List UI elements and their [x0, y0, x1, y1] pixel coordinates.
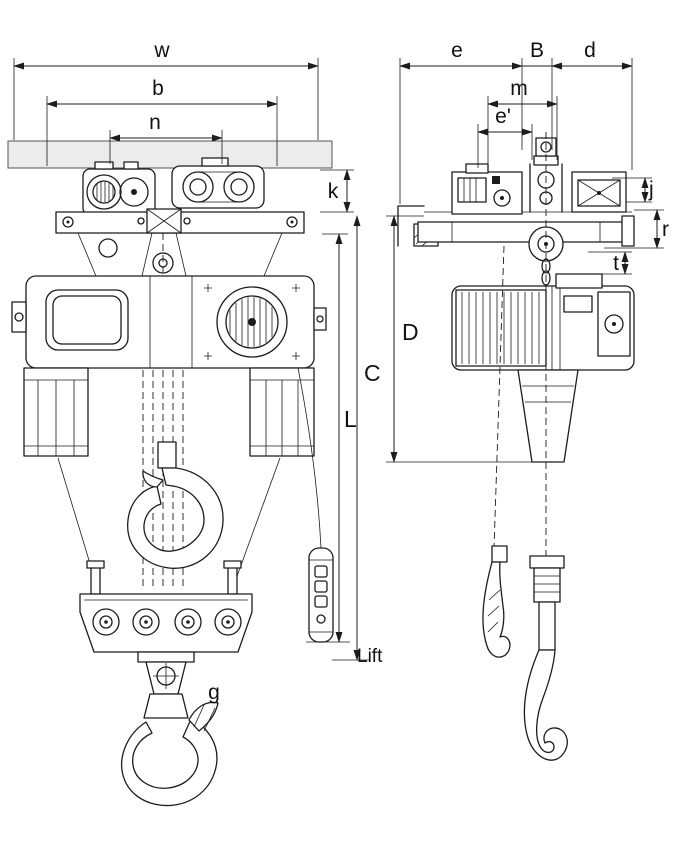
dim-label-k: k	[328, 180, 339, 203]
side-centerlines	[493, 132, 547, 556]
dim-label-D: D	[402, 319, 419, 345]
pendant-cable	[297, 367, 322, 549]
control-panel	[597, 291, 631, 357]
trolley-right-unit	[171, 157, 265, 209]
dim-label-g: g	[208, 681, 220, 704]
beam-flange	[7, 140, 333, 169]
bottom-hook-tip	[188, 701, 219, 732]
dim-label-e: e	[451, 39, 463, 62]
dimension-annotations: w b n k C L Lift g e B	[13, 39, 669, 704]
chain-guide	[517, 369, 579, 463]
dim-label-m: m	[510, 77, 528, 100]
dim-label-L: L	[344, 406, 357, 432]
suspension-bracket-right	[249, 367, 315, 457]
upper-hook	[127, 441, 224, 569]
bottom-block	[79, 560, 253, 695]
bottom-hook-side	[523, 555, 568, 761]
dim-label-C: C	[364, 360, 381, 386]
dim-label-r: r	[662, 218, 669, 241]
bottom-hook	[121, 693, 219, 807]
dim-label-e-prime: e'	[495, 105, 511, 128]
dim-label-n: n	[149, 111, 161, 134]
upper-hook-side	[482, 545, 511, 658]
side-view	[397, 132, 635, 761]
trolley-left-unit	[82, 161, 156, 216]
pendant-button	[314, 595, 328, 608]
pendant-button	[314, 565, 328, 578]
dim-label-b: b	[152, 77, 164, 100]
hoist-body-front	[11, 275, 327, 369]
motor-fins	[455, 289, 547, 367]
brake-cover	[216, 286, 288, 358]
upper-hook-tip	[142, 470, 164, 488]
pendant-button	[314, 580, 328, 593]
dim-label-t: t	[613, 252, 619, 275]
dim-label-B: B	[530, 39, 544, 62]
hook-opening-marks	[193, 704, 216, 732]
dim-label-d: d	[584, 39, 596, 62]
dim-label-w: w	[153, 39, 170, 62]
dim-label-lift: Lift	[357, 646, 383, 667]
suspension-bracket-left	[23, 367, 89, 457]
hoist-body-side	[451, 273, 635, 371]
trolley-traverse	[55, 208, 305, 277]
pendant-control	[297, 367, 334, 643]
dim-label-j: j	[648, 178, 654, 201]
front-view	[7, 140, 334, 807]
